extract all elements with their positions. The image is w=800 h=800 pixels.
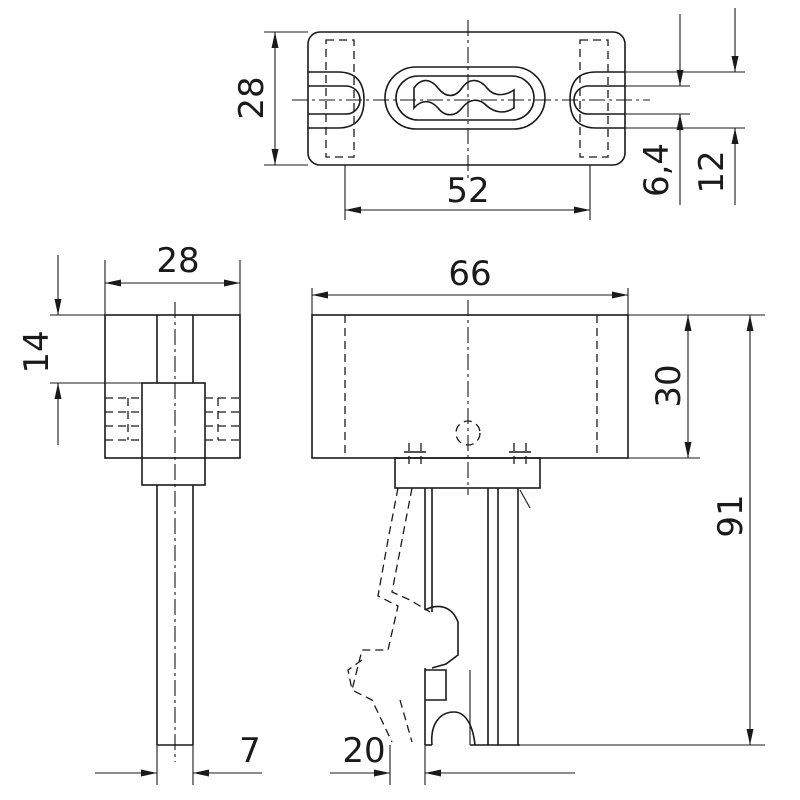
dim-total-height-label: 91 xyxy=(711,494,751,537)
dim-top-width-label: 52 xyxy=(446,171,489,211)
dim-front-width-label: 66 xyxy=(448,254,491,294)
dim-front-height-label: 30 xyxy=(649,364,689,407)
dim-side-width-label: 28 xyxy=(156,241,199,281)
top-view: 28 52 6,4 12 xyxy=(232,8,745,220)
front-view: 66 30 91 20 xyxy=(311,254,765,785)
dim-top-height-label: 28 xyxy=(232,76,272,119)
dim-slot-spacing-label: 12 xyxy=(692,150,732,193)
dim-shaft-label: 7 xyxy=(239,731,261,771)
dim-offset-label: 20 xyxy=(342,731,385,771)
dim-slot-width-label: 6,4 xyxy=(637,143,677,197)
dim-side-height-label: 14 xyxy=(17,330,57,373)
side-view: 28 14 7 xyxy=(17,241,262,785)
